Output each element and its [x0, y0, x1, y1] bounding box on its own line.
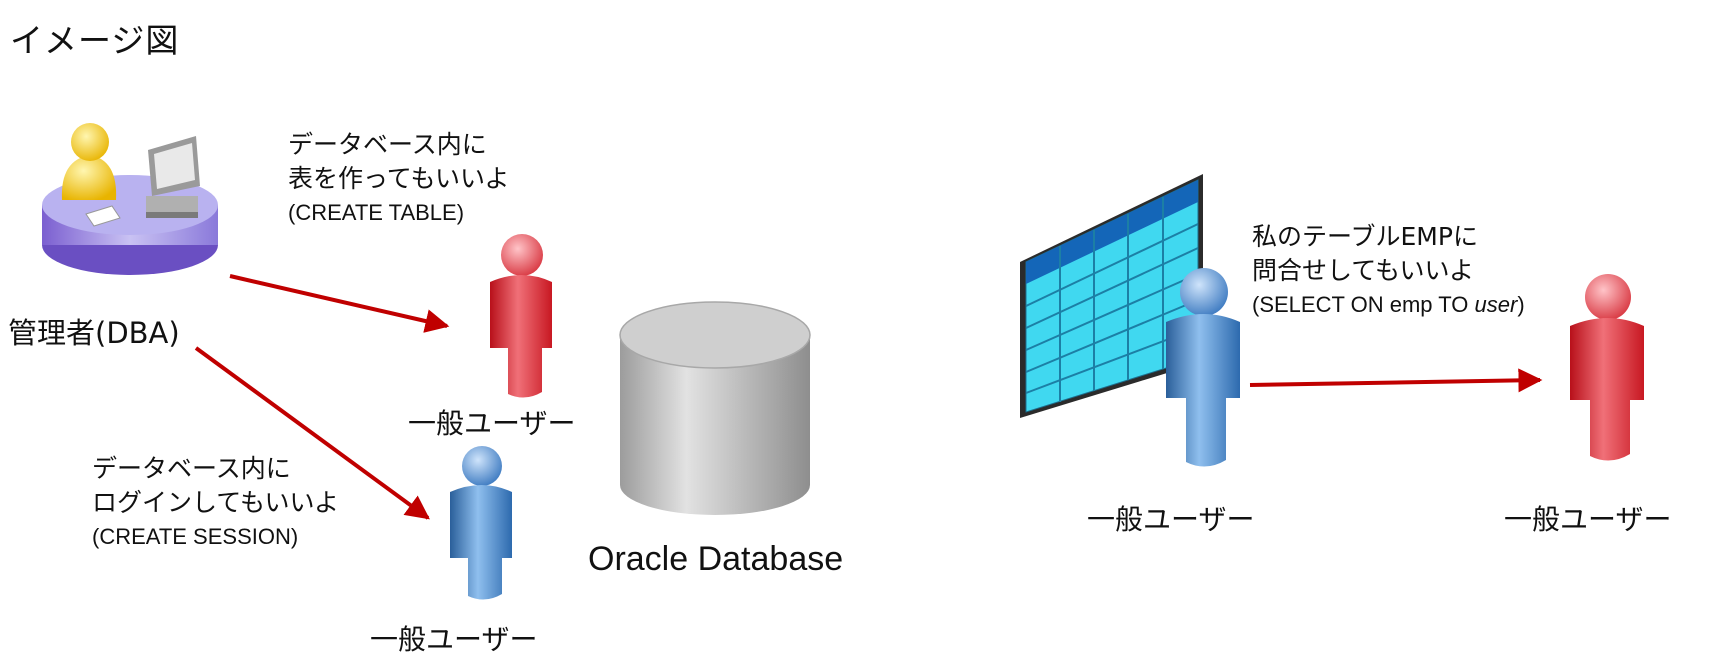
- page-title: イメージ図: [10, 21, 180, 60]
- admin-icon: [42, 123, 218, 275]
- grant-table-privilege: (CREATE TABLE): [288, 200, 465, 225]
- arrow-create-table: [229, 274, 450, 333]
- grant-session-privilege: (CREATE SESSION): [92, 524, 299, 549]
- grant-select-privilege: (SELECT ON emp TO user): [1252, 288, 1525, 322]
- grant-select-privilege-suffix: ): [1517, 292, 1525, 317]
- grant-select-privilege-user: user: [1474, 292, 1518, 317]
- arrow-create-session: [194, 346, 430, 520]
- user-icon-blue-right: [1166, 268, 1240, 467]
- database-label: Oracle Database: [588, 540, 844, 578]
- arrow-select-grant: [1249, 368, 1543, 393]
- grant-select-privilege-prefix: (SELECT ON emp TO: [1252, 292, 1475, 317]
- user-label-red-left: 一般ユーザー: [408, 407, 576, 440]
- user-icon-red-left: [490, 234, 552, 398]
- grant-session-line1: データベース内に: [92, 454, 291, 483]
- grant-select-line2: 問合せしてもいいよ: [1252, 256, 1475, 285]
- user-label-blue-right: 一般ユーザー: [1087, 503, 1255, 536]
- grant-session-line2: ログインしてもいいよ: [92, 488, 340, 517]
- grant-session-note: データベース内に ログインしてもいいよ (CREATE SESSION): [92, 452, 339, 554]
- grant-table-line1: データベース内に: [288, 130, 487, 159]
- grant-select-line1: 私のテーブルEMPに: [1252, 222, 1478, 251]
- table-emp-icon: [1020, 174, 1203, 418]
- user-label-red-right: 一般ユーザー: [1504, 503, 1672, 536]
- user-label-blue-left: 一般ユーザー: [370, 623, 538, 656]
- database-icon: [619, 301, 811, 515]
- user-icon-red-right: [1570, 274, 1644, 461]
- grant-select-note: 私のテーブルEMPに 問合せしてもいいよ (SELECT ON emp TO u…: [1252, 220, 1525, 322]
- grant-table-line2: 表を作ってもいいよ: [288, 164, 510, 193]
- user-icon-blue-left: [450, 446, 512, 600]
- admin-label: 管理者(DBA): [8, 316, 180, 350]
- grant-table-note: データベース内に 表を作ってもいいよ (CREATE TABLE): [288, 128, 510, 230]
